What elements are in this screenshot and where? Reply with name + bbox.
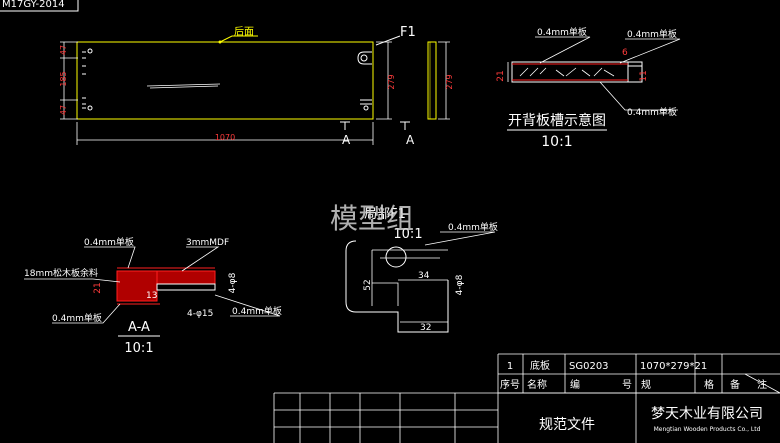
hole-tl — [87, 48, 93, 54]
aa-label-veneer-right: 0.4mm单板 — [232, 305, 282, 317]
aa-label-veneer-bottom: 0.4mm单板 — [52, 312, 102, 324]
row-spec: 1070*279*21 — [640, 361, 707, 372]
side-panel-outline — [427, 41, 437, 120]
hdr-remark-a: 备 — [730, 378, 740, 391]
hdr-code-a: 编 — [570, 378, 580, 391]
groove-scale: 10:1 — [541, 134, 572, 150]
groove-dim-left: 21 — [496, 70, 506, 81]
hdr-code-b: 号 — [622, 379, 632, 391]
right-slots — [357, 51, 372, 111]
partial-label-veneer: 0.4mm单板 — [448, 221, 498, 233]
title-block — [273, 353, 780, 443]
view-label-f1: F1 — [400, 25, 416, 40]
dim-left-mid: 185 — [59, 71, 68, 86]
company-en: Mengtian Wooden Products Co., Ltd — [654, 426, 761, 433]
partial-title: 局部F1 — [364, 207, 406, 222]
aa-title: A-A — [128, 320, 150, 335]
groove-label-top-left: 0.4mm单板 — [537, 26, 587, 38]
section-mark-side: A — [406, 133, 415, 147]
watermark: 模型组 — [330, 202, 414, 235]
partial-dim-34: 34 — [418, 271, 430, 281]
dim-height-side: 279 — [445, 74, 454, 89]
partial-dim-52: 52 — [363, 279, 373, 290]
dim-width: 1070 — [215, 133, 235, 142]
partial-view: 局部F1 10:1 0.4mm单板 34 52 32 4-φ8 — [345, 207, 498, 333]
row-name: 底板 — [530, 359, 550, 372]
drawing-code: M17GY-2014 — [2, 0, 65, 10]
groove-detail: 0.4mm单板 0.4mm单板 6 21 11 0.4mm单板 开背板槽示意图 … — [496, 26, 681, 150]
groove-label-bottom-right: 0.4mm单板 — [627, 106, 677, 118]
hdr-remark-b: 注 — [757, 378, 767, 391]
back-label: 后面 — [234, 26, 254, 38]
aa-label-pine: 18mm松木板余料 — [24, 267, 98, 279]
hdr-name: 名称 — [527, 378, 547, 391]
center-mark — [146, 83, 221, 89]
aa-dim-hole1: 4-φ8 — [228, 272, 238, 293]
dim-left-top: 47 — [59, 45, 68, 55]
partial-scale: 10:1 — [393, 227, 422, 242]
hdr-no: 序号 — [500, 378, 520, 391]
main-panel-outline — [76, 41, 374, 120]
groove-dim-top: 6 — [622, 48, 628, 58]
hdr-spec-b: 格 — [704, 378, 714, 391]
drawing-code-tab: M17GY-2014 — [0, 0, 79, 12]
hole-bl — [87, 105, 93, 111]
dim-height-main: 279 — [387, 74, 396, 89]
aa-dim-21: 21 — [93, 282, 103, 293]
section-mark-main: A — [342, 133, 351, 147]
section-aa: 0.4mm单板 3mmMDF 18mm松木板余料 0.4mm单板 0.4mm单板… — [24, 236, 282, 356]
aa-label-mdf: 3mmMDF — [186, 238, 229, 248]
row-no: 1 — [507, 361, 513, 372]
aa-label-veneer-top: 0.4mm单板 — [84, 236, 134, 248]
company-cn: 梦天木业有限公司 — [651, 406, 763, 422]
dim-left-bottom: 47 — [59, 105, 68, 115]
hdr-spec-a: 规 — [641, 378, 651, 391]
left-hole-marks — [82, 51, 86, 109]
partial-dim-hole: 4-φ8 — [455, 274, 465, 295]
aa-dim-hole2: 4-φ15 — [187, 309, 213, 319]
partial-dim-32: 32 — [420, 323, 431, 333]
groove-label-top-right: 0.4mm单板 — [627, 28, 677, 40]
aa-dim-13: 13 — [146, 291, 157, 301]
main-view: 后面 47 185 47 1070 A 279 F1 — [59, 25, 416, 147]
row-code: SG0203 — [569, 361, 609, 372]
aa-scale: 10:1 — [124, 341, 153, 356]
title-block-text: 1 底板 SG0203 1070*279*21 序号 名称 编 号 规 格 备 … — [500, 359, 767, 433]
groove-title: 开背板槽示意图 — [508, 112, 606, 129]
side-view: 279 A — [400, 41, 454, 147]
groove-dim-right: 11 — [639, 70, 649, 81]
doc-title: 规范文件 — [539, 416, 595, 433]
